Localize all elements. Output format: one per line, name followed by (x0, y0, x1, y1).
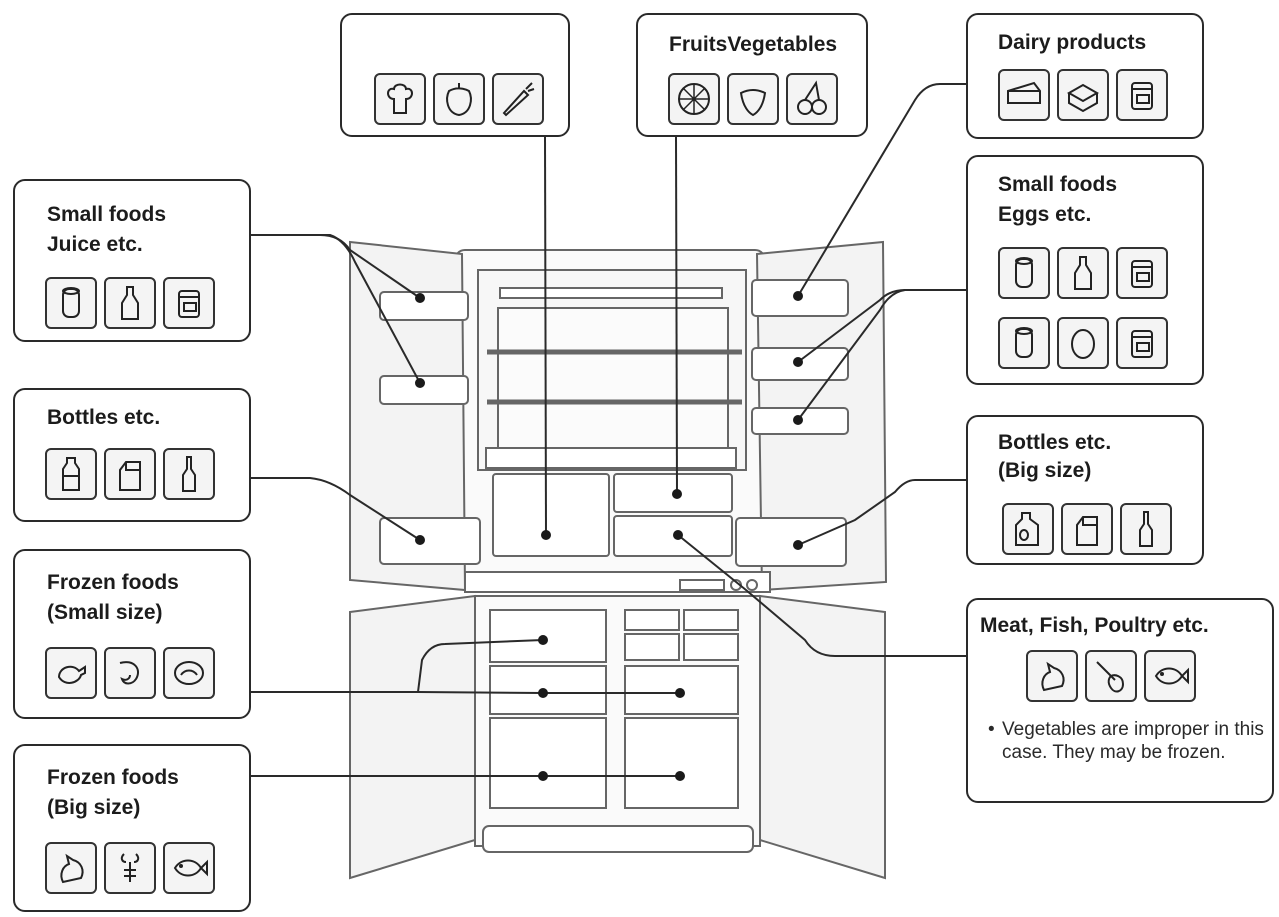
butter-icon (1057, 69, 1109, 121)
milk-carton-icon (1061, 503, 1113, 555)
box-title: Dairy products (998, 31, 1147, 54)
cheese-icon (998, 69, 1050, 121)
bottles-box: Bottles etc. (13, 388, 251, 522)
drumstick-icon (1085, 650, 1137, 702)
note-body: Vegetables are improper in this case. Th… (1002, 719, 1264, 763)
freezer-right-door (759, 594, 886, 880)
chicken-icon (45, 842, 97, 894)
freezer-left-door (349, 594, 476, 880)
icon-row (45, 277, 215, 329)
chilled-drawer (613, 515, 733, 557)
icon-row (45, 448, 215, 500)
orange-slice-icon (668, 73, 720, 125)
wine-bottle-icon (1120, 503, 1172, 555)
box-subtitle: Eggs etc. (998, 203, 1092, 226)
box-title: FruitsVegetables (669, 33, 838, 56)
box-subtitle: Juice etc. (47, 233, 143, 256)
fish-icon (163, 842, 215, 894)
box-title: Bottles etc. (998, 431, 1112, 454)
leader-lines (250, 83, 966, 777)
frozen-small-box: Frozen foods (Small size) (13, 549, 251, 719)
leader-dots (415, 291, 803, 781)
note-text: • Vegetables are improper in this case. … (988, 718, 1264, 764)
box-subtitle: (Big size) (998, 459, 1092, 482)
box-title: Small foods (998, 173, 1118, 196)
box-title: Meat, Fish, Poultry etc. (980, 614, 1209, 637)
jug-icon (1002, 503, 1054, 555)
jar-icon (1116, 317, 1168, 369)
small-foods-eggs-box: Small foods Eggs etc. (966, 155, 1204, 385)
box-title: Bottles etc. (47, 406, 161, 429)
vegetable-drawer (492, 473, 610, 557)
bottles-big-box: Bottles etc. (Big size) (966, 415, 1204, 565)
egg-icon (1057, 317, 1109, 369)
fish-slice-icon (163, 647, 215, 699)
vegetables-box (340, 13, 570, 137)
carrot-icon (492, 73, 544, 125)
frozen-big-box: Frozen foods (Big size) (13, 744, 251, 912)
fish-icon (1144, 650, 1196, 702)
box-title: Frozen foods (47, 571, 179, 594)
box-title: Small foods (47, 203, 167, 226)
chicken-icon (1026, 650, 1078, 702)
pet-bottle-icon (45, 448, 97, 500)
box-subtitle: (Big size) (47, 796, 141, 819)
icon-row (668, 73, 838, 125)
icon-row (1002, 503, 1172, 555)
bottle-icon (104, 277, 156, 329)
icon-row (45, 842, 215, 894)
can-icon (45, 277, 97, 329)
bottle-icon (1057, 247, 1109, 299)
dairy-box: Dairy products (966, 13, 1204, 139)
strawberry-icon (727, 73, 779, 125)
small-foods-juice-box: Small foods Juice etc. (13, 179, 251, 342)
jar-icon (163, 277, 215, 329)
lobster-icon (104, 842, 156, 894)
milk-carton-icon (104, 448, 156, 500)
chicken-leg-icon (45, 647, 97, 699)
meat-fish-box: Meat, Fish, Poultry etc. • Vegetables ar… (966, 598, 1274, 803)
can-icon (998, 317, 1050, 369)
box-subtitle: (Small size) (47, 601, 163, 624)
shrimp-icon (104, 647, 156, 699)
icon-row (374, 73, 544, 125)
icon-row (998, 317, 1168, 369)
icon-row (45, 647, 215, 699)
wine-bottle-icon (163, 448, 215, 500)
icon-row (1026, 650, 1196, 702)
bullet: • (988, 719, 995, 740)
icon-row (998, 69, 1168, 121)
pepper-icon (433, 73, 485, 125)
can-icon (998, 247, 1050, 299)
icon-row (998, 247, 1168, 299)
jar-icon (1116, 247, 1168, 299)
broccoli-icon (374, 73, 426, 125)
box-title: Frozen foods (47, 766, 179, 789)
jar-icon (1116, 69, 1168, 121)
fruits-vegetables-box: FruitsVegetables (636, 13, 868, 137)
cherry-icon (786, 73, 838, 125)
